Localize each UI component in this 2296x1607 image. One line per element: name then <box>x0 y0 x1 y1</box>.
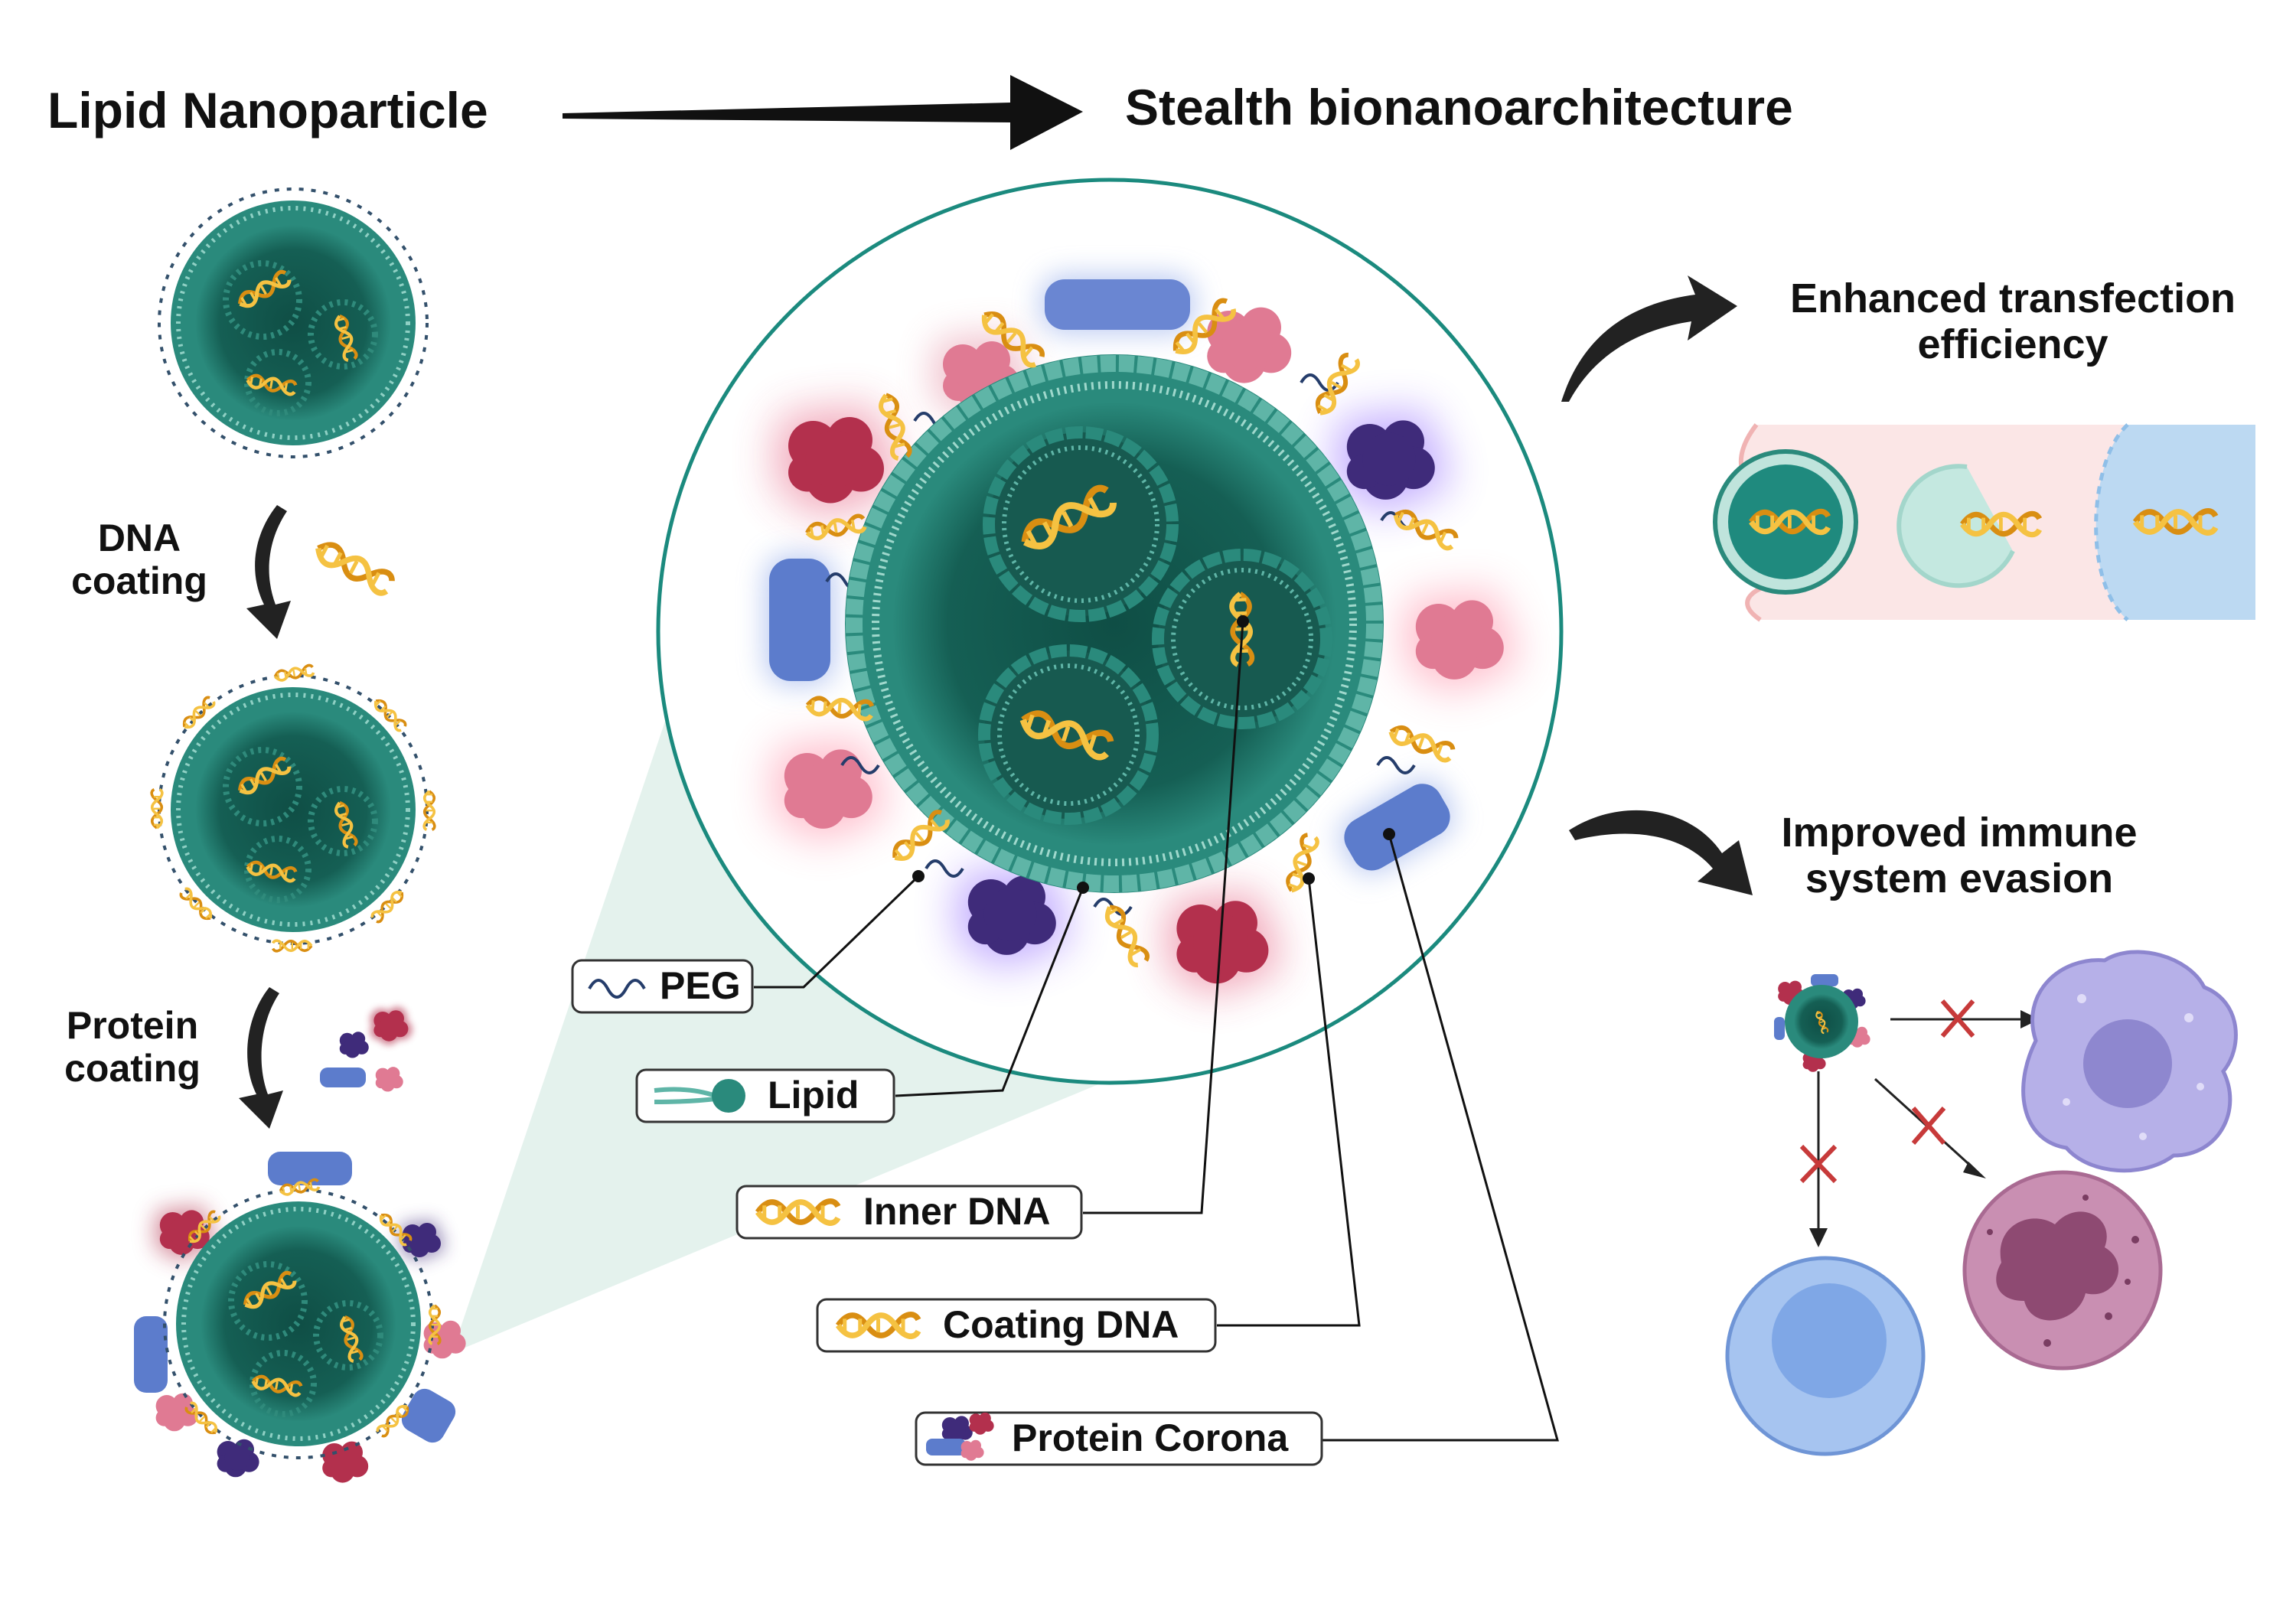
outcome-transfection-line2: efficiency <box>1917 321 2108 368</box>
step-dna-coating-line1: DNA <box>97 517 181 559</box>
title-stealth-bionanoarchitecture: Stealth bionanoarchitecture <box>1125 79 1793 135</box>
lipid-nanoparticle-dna-coated <box>150 663 436 953</box>
lipid-icon <box>654 1079 745 1113</box>
step-protein-coating: Protein coating <box>44 1004 220 1090</box>
legend-leaders <box>754 621 1559 1442</box>
mini-stealth-particle <box>1774 974 1870 1072</box>
arrow-right-icon <box>563 75 1083 150</box>
transfection-panel <box>1711 423 2255 622</box>
outcome-immune-line2: system evasion <box>1805 856 2114 902</box>
outcome-transfection: Enhanced transfection efficiency <box>1745 275 2281 368</box>
step-dna-coating: DNA coating <box>63 517 216 602</box>
legend <box>571 959 1323 1466</box>
lipid-nanoparticle-protein-coated <box>134 1152 466 1483</box>
macrophage-cell <box>2021 950 2238 1173</box>
legend-label-coating-dna: Coating DNA <box>943 1303 1179 1346</box>
protein-cluster-icon <box>320 1006 413 1092</box>
legend-label-lipid: Lipid <box>768 1074 859 1116</box>
curved-arrow-down-icon <box>246 505 291 639</box>
curved-arrow-down-icon <box>239 987 283 1129</box>
dna-icon <box>313 539 394 595</box>
protein-corona <box>765 275 1518 994</box>
step-protein-coating-line1: Protein <box>66 1004 199 1047</box>
legend-label-inner-dna: Inner DNA <box>863 1190 1051 1233</box>
protein-corona-icon <box>926 1412 994 1461</box>
red-x-icon <box>1799 999 1975 1184</box>
outcome-immune-line1: Improved immune <box>1781 810 2138 856</box>
neutrophil-cell <box>1962 1170 2163 1371</box>
title-lipid-nanoparticle: Lipid Nanoparticle <box>47 82 488 139</box>
legend-label-peg: PEG <box>660 964 741 1007</box>
blocked-arrows <box>1817 1018 2020 1232</box>
step-protein-coating-line2: coating <box>64 1047 201 1090</box>
curved-arrow-icon <box>1569 810 1753 895</box>
lymphocyte-cell <box>1725 1256 1926 1456</box>
outcome-immune-evasion: Improved immune system evasion <box>1722 810 2197 902</box>
peg-icon <box>588 979 646 999</box>
step-dna-coating-line2: coating <box>71 559 207 602</box>
outcome-transfection-line1: Enhanced transfection <box>1789 275 2236 321</box>
curved-arrow-icon <box>1561 275 1737 402</box>
stealth-nanoparticle-zoom <box>656 178 1564 1085</box>
legend-label-protein-corona: Protein Corona <box>1012 1416 1289 1459</box>
lipid-nanoparticle-plain <box>158 187 429 458</box>
